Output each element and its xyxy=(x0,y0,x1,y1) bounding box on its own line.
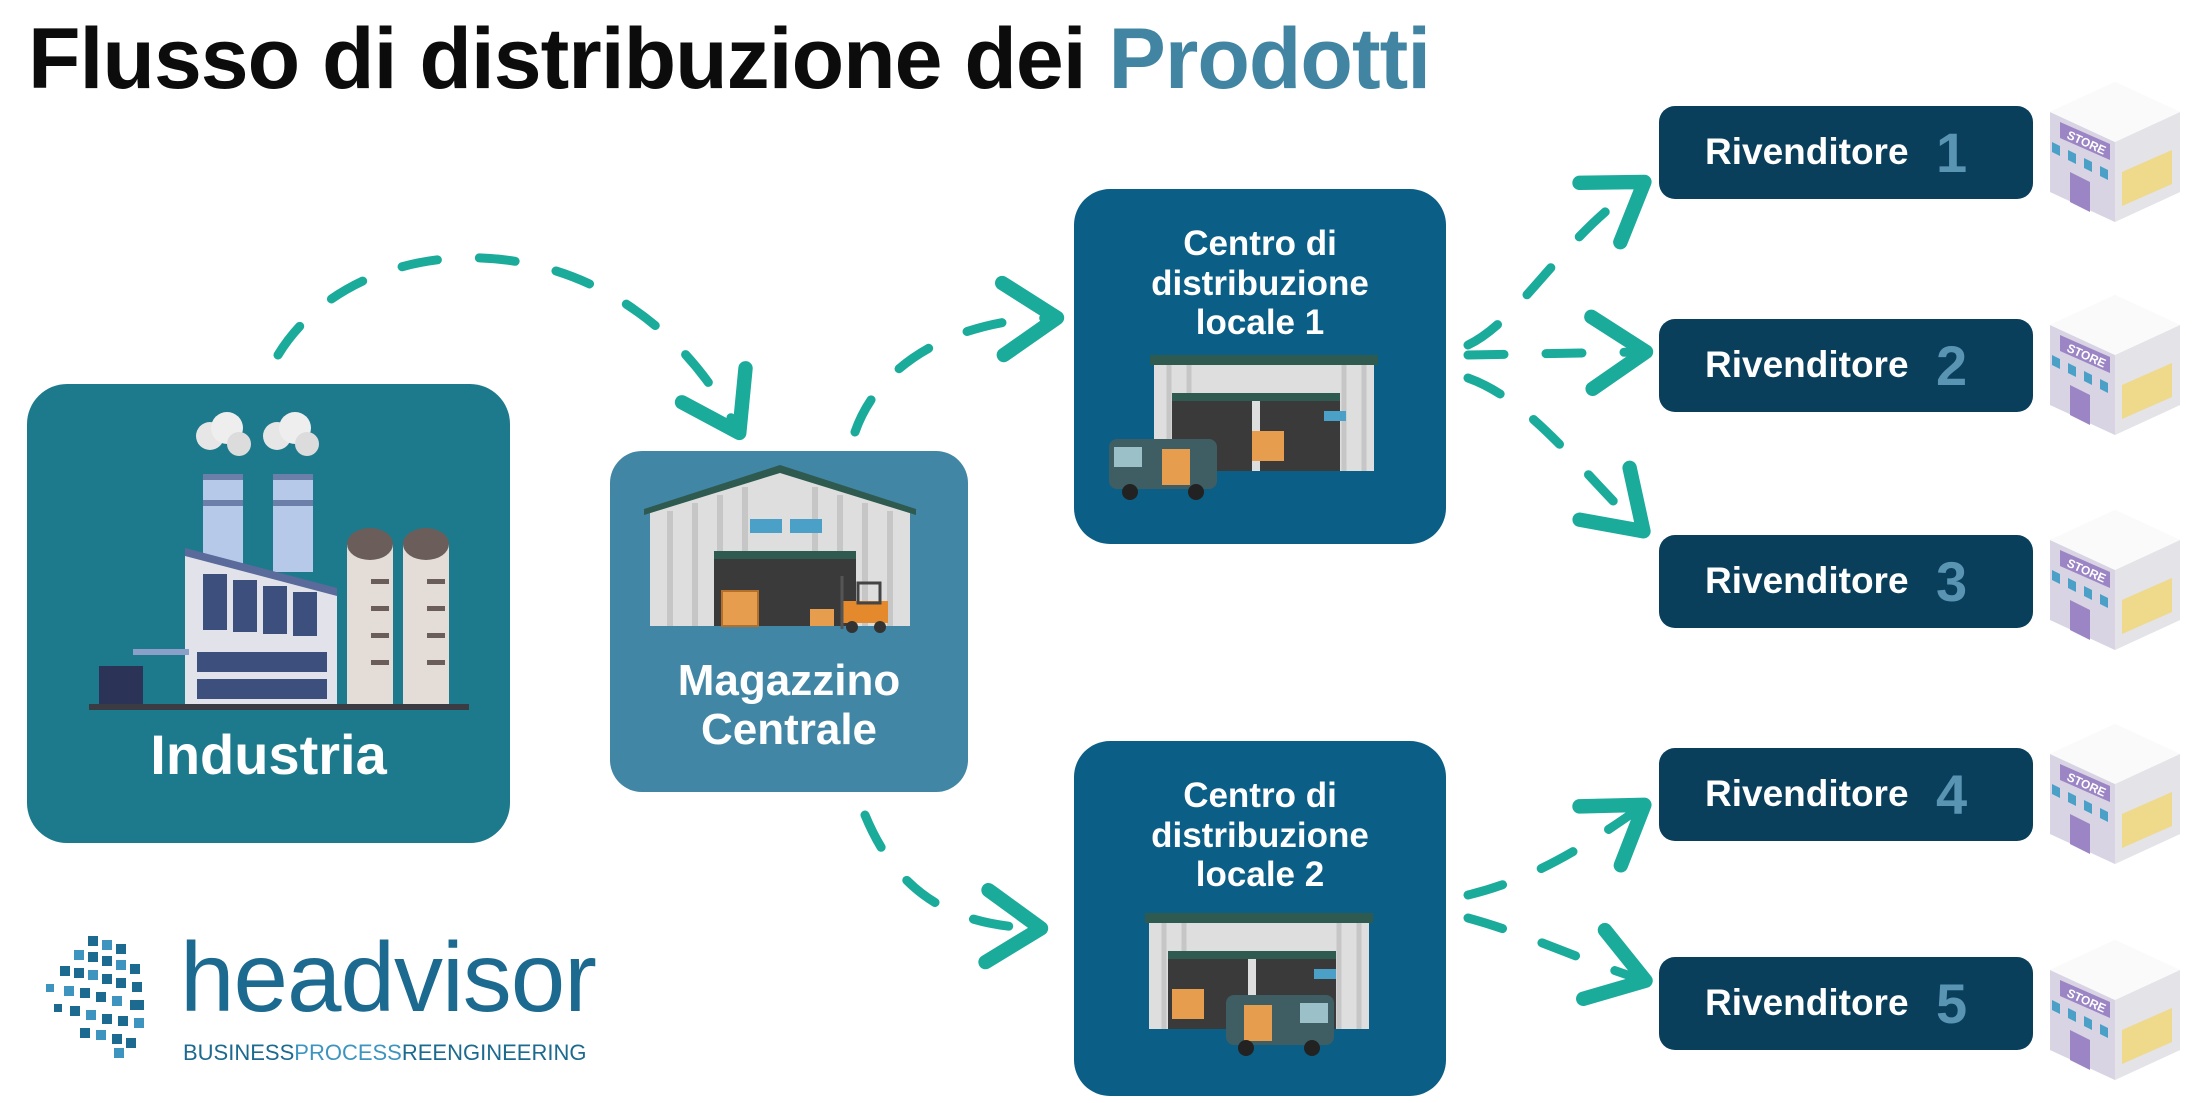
retailer-1: Rivenditore 1 xyxy=(1659,106,2033,199)
retailer-5: Rivenditore 5 xyxy=(1659,957,2033,1050)
retailer-4: Rivenditore 4 xyxy=(1659,748,2033,841)
store-icon: STORE xyxy=(2050,940,2180,1080)
factory-icon xyxy=(89,412,469,710)
title-main: Flusso di distribuzione dei xyxy=(28,11,1087,107)
node-centro-2: Centro di distribuzione locale 2 xyxy=(1074,741,1446,1096)
page-title: Flusso di distribuzione dei Prodotti xyxy=(28,10,1432,109)
arrow-centro1-riv2 xyxy=(1463,309,1654,396)
arrow-centro1-riv1 xyxy=(1463,174,1652,350)
logo-mark-icon xyxy=(46,936,144,1058)
node-label: Centro di distribuzione locale 2 xyxy=(1151,776,1369,895)
arrow-centro1-riv3 xyxy=(1463,373,1651,539)
node-label: Magazzino Centrale xyxy=(677,656,901,755)
store-icon: STORE xyxy=(2050,724,2180,864)
retailer-3: Rivenditore 3 xyxy=(1659,535,2033,628)
arrow-industria-magazzino xyxy=(273,253,753,441)
logo-name: headvisor xyxy=(180,922,597,1032)
node-industria: Industria xyxy=(27,384,510,843)
arrow-centro2-riv5 xyxy=(1463,913,1653,1006)
warehouse-icon xyxy=(1109,355,1378,500)
arrow-magazzino-centro2 xyxy=(860,810,1049,970)
node-label: Industria xyxy=(150,723,387,786)
title-accent: Prodotti xyxy=(1108,11,1432,107)
forklift-icon xyxy=(840,576,888,633)
van-icon xyxy=(1226,995,1334,1056)
arrow-magazzino-centro1 xyxy=(850,275,1065,437)
store-icon: STORE xyxy=(2050,82,2180,222)
store-icon: STORE xyxy=(2050,510,2180,650)
retailer-2: Rivenditore 2 xyxy=(1659,319,2033,412)
node-magazzino: Magazzino Centrale xyxy=(610,451,968,792)
warehouse-icon xyxy=(644,465,916,633)
store-icon: STORE xyxy=(2050,295,2180,435)
van-icon xyxy=(1109,439,1217,500)
warehouse-icon xyxy=(1145,913,1373,1056)
node-label: Centro di distribuzione locale 1 xyxy=(1151,224,1369,343)
logo-tagline: BUSINESSPROCESSREENGINEERING xyxy=(183,1040,587,1065)
arrow-centro2-riv4 xyxy=(1463,797,1652,900)
node-centro-1: Centro di distribuzione locale 1 xyxy=(1074,189,1446,544)
